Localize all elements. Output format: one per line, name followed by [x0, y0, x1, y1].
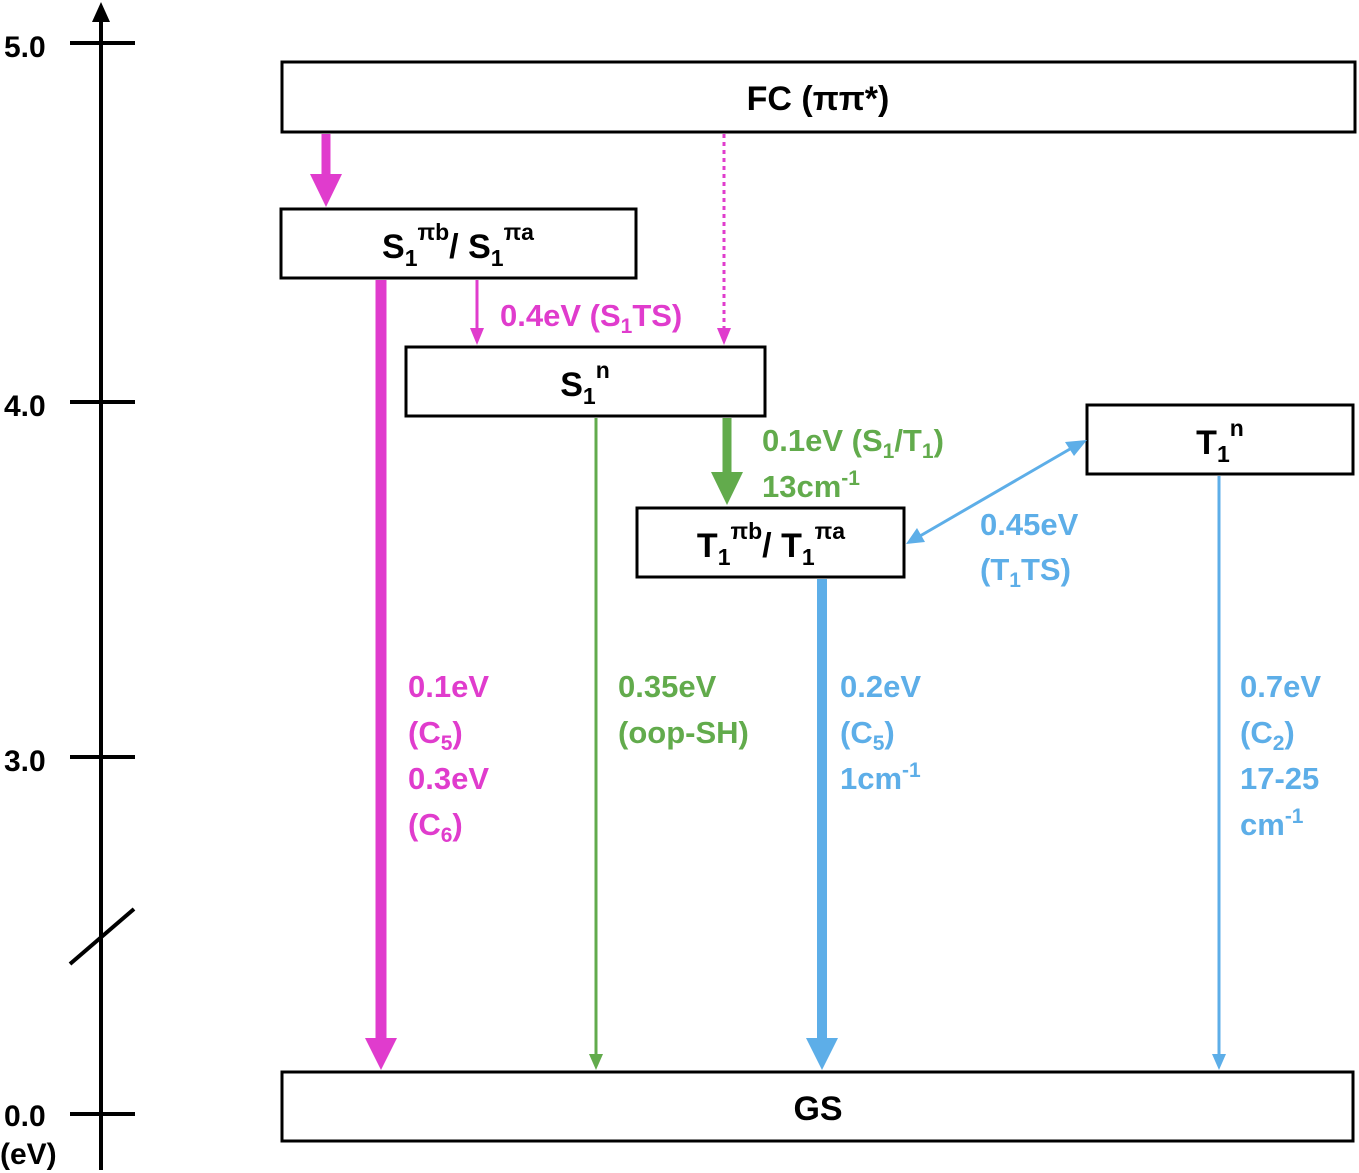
annotation-s1n-gs: 0.35eV (oop-SH): [618, 669, 749, 750]
annotation-t1-ts: 0.45eV (T1TS): [980, 507, 1079, 592]
state-label: GS: [793, 1090, 842, 1128]
arrow-s1n-to-t1: [711, 418, 743, 505]
annotation-line: 0.1eV: [408, 669, 489, 704]
arrow-t1-to-gs: [806, 579, 838, 1070]
state-box: [635, 506, 906, 579]
tick-label-0-0: 0.0: [4, 1100, 46, 1133]
arrow-t1n-to-gs: [1212, 476, 1226, 1070]
state-label: S1n: [560, 357, 610, 409]
annotation-line: (C2): [1240, 715, 1295, 755]
annotation-line: (oop-SH): [618, 715, 749, 750]
arrow-fc-to-s1n-dotted: [717, 134, 731, 345]
annotation-line: (C5): [840, 715, 895, 755]
annotation-line: (C6): [408, 807, 463, 847]
annotation-line: 13cm-1: [762, 467, 860, 504]
state-label: S1πb/ S1πa: [382, 219, 534, 271]
state-gs: GS: [280, 1070, 1355, 1143]
arrow-fc-to-s1: [310, 134, 342, 207]
annotation-s1-gs: 0.1eV (C5) 0.3eV (C6): [408, 669, 489, 847]
arrow-t1-t1n-double: [906, 440, 1087, 544]
state-label: FC (ππ*): [747, 80, 890, 118]
tick-label-5-0: 5.0: [4, 31, 46, 64]
annotation-line: 0.3eV: [408, 761, 489, 796]
annotation-line: 0.2eV: [840, 669, 921, 704]
annotation-line: 0.45eV: [980, 507, 1079, 542]
state-label: T1n: [1196, 415, 1244, 467]
arrow-s1n-to-gs: [589, 418, 603, 1070]
state-label: T1πb/ T1πa: [697, 518, 845, 570]
state-s1-n: S1n: [404, 345, 767, 418]
state-box: [280, 60, 1357, 134]
annotation-line: 0.7eV: [1240, 669, 1321, 704]
arrow-s1-to-gs: [365, 280, 397, 1070]
annotation-s1-t1: 0.1eV (S1/T1) 13cm-1: [762, 423, 944, 504]
annotation-line: 0.1eV (S1/T1): [762, 423, 944, 463]
annotation-line: 17-25: [1240, 761, 1319, 796]
annotation-line: 1cm-1: [840, 759, 921, 796]
state-box: [279, 207, 638, 280]
state-t1-pi: T1πb/ T1πa: [635, 506, 906, 579]
axis-arrowhead: [92, 2, 110, 22]
annotation-line: 0.35eV: [618, 669, 717, 704]
tick-label-3-0: 3.0: [4, 745, 46, 778]
annotation-line: (T1TS): [980, 552, 1071, 592]
state-box: [280, 1070, 1355, 1143]
annotation-t1n-gs: 0.7eV (C2) 17-25 cm-1: [1240, 669, 1321, 842]
annotation-line: (C5): [408, 715, 463, 755]
state-t1-n: T1n: [1085, 403, 1355, 476]
arrow-s1-to-s1n: [470, 280, 484, 345]
energy-axis: 5.0 4.0 3.0 0.0 (eV): [0, 2, 136, 1171]
state-fc: FC (ππ*): [280, 60, 1357, 134]
state-box: [1085, 403, 1355, 476]
annotation-t1-gs: 0.2eV (C5) 1cm-1: [840, 669, 921, 796]
state-box: [404, 345, 767, 418]
tick-label-4-0: 4.0: [4, 390, 46, 423]
annotation-s1-ts: 0.4eV (S1TS): [500, 298, 682, 338]
state-s1-pi: S1πb/ S1πa: [279, 207, 638, 280]
axis-unit: (eV): [0, 1138, 57, 1171]
axis-break-mark: [68, 907, 136, 966]
annotation-line: cm-1: [1240, 805, 1304, 842]
